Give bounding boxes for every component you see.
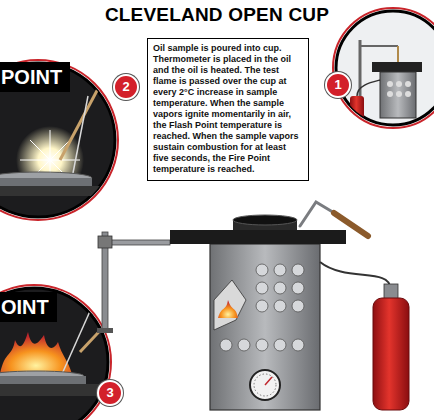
callout-number: 1 — [325, 72, 351, 98]
art-path — [357, 80, 380, 96]
art-g — [350, 40, 422, 122]
section-banner: OINT — [0, 292, 57, 322]
art-circle — [274, 300, 286, 312]
detail-circle-1 — [333, 8, 434, 128]
art-circle — [292, 339, 304, 351]
art-rect — [170, 230, 346, 244]
art-circle — [292, 282, 304, 294]
art-circle — [387, 91, 393, 97]
art-circle — [0, 285, 111, 420]
art-circle — [0, 63, 115, 217]
art-path — [300, 202, 336, 226]
art-circle — [292, 264, 304, 276]
art-rect — [350, 96, 364, 122]
art-circle — [238, 339, 250, 351]
art-line — [265, 377, 272, 385]
art-path — [320, 262, 390, 288]
art-rect — [0, 186, 110, 196]
art-rect — [0, 178, 92, 186]
art-circle — [256, 300, 268, 312]
art-circle — [274, 282, 286, 294]
art-line — [72, 96, 88, 178]
art-circle — [274, 264, 286, 276]
art-circle — [220, 339, 232, 351]
art-path — [214, 280, 246, 330]
art-rect — [0, 384, 110, 396]
art-g — [220, 264, 304, 351]
art-rect — [98, 236, 112, 248]
art-circle — [405, 81, 411, 87]
diagram-title: CLEVELAND OPEN CUP — [0, 4, 434, 26]
art-circle — [254, 374, 276, 396]
art-path — [0, 332, 72, 374]
art-circle — [396, 81, 402, 87]
art-rect — [372, 62, 422, 72]
art-circle — [274, 339, 286, 351]
art-rect — [97, 328, 113, 333]
callout-number: 2 — [113, 74, 139, 100]
art-rect — [0, 376, 86, 384]
art-circle — [250, 370, 280, 400]
art-line — [397, 46, 399, 62]
art-line — [334, 213, 368, 236]
art-circle — [396, 91, 402, 97]
callout-number: 3 — [97, 380, 123, 406]
detail-circle-2 — [0, 60, 118, 220]
art-path — [218, 300, 238, 318]
art-circle — [0, 60, 118, 220]
detail-circle-3 — [0, 285, 111, 420]
section-banner: POINT — [0, 62, 70, 92]
art-line — [360, 45, 398, 47]
art-rect — [380, 72, 416, 118]
art-circle — [256, 282, 268, 294]
art-circle — [256, 339, 268, 351]
art-circle — [405, 91, 411, 97]
art-line — [62, 300, 95, 374]
art-rect — [210, 244, 320, 410]
art-ellipse — [233, 215, 297, 225]
art-circle — [387, 81, 393, 87]
apparatus — [97, 202, 409, 410]
art-circle — [292, 300, 304, 312]
art-circle — [256, 264, 268, 276]
art-circle — [0, 288, 108, 420]
art-rect — [108, 240, 170, 245]
description-box: Oil sample is poured into cup. Thermomet… — [147, 38, 309, 181]
art-circle — [336, 11, 434, 125]
art-circle — [333, 8, 434, 128]
description-text: Oil sample is poured into cup. Thermomet… — [153, 43, 303, 175]
art-rect — [373, 298, 409, 410]
